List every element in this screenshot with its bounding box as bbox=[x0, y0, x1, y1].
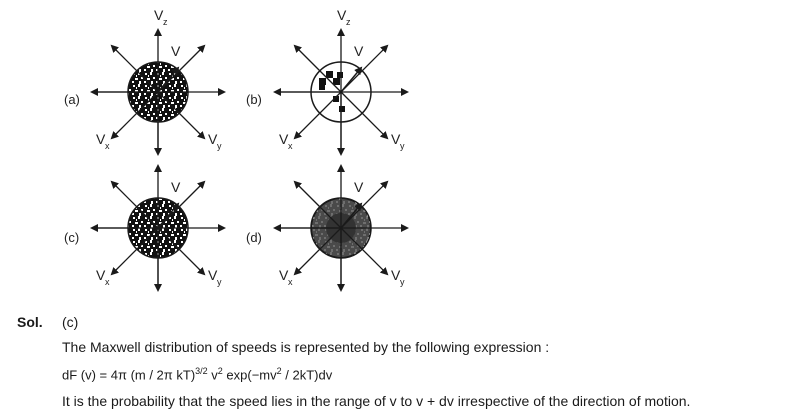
velocity-vector bbox=[340, 66, 363, 93]
vy-axis-neg bbox=[293, 180, 342, 229]
vx-label: V bbox=[96, 267, 106, 283]
vy-subscript: y bbox=[400, 277, 405, 287]
panel-label: (a) bbox=[64, 92, 80, 107]
vy-subscript: y bbox=[400, 141, 405, 151]
panel-label: (d) bbox=[246, 230, 262, 245]
vz-label: V bbox=[337, 7, 347, 23]
vx-axis-neg bbox=[157, 44, 206, 93]
velocity-block bbox=[333, 78, 340, 85]
vector-label: V bbox=[354, 179, 364, 195]
velocity-block bbox=[337, 72, 343, 78]
velocity-vector bbox=[157, 202, 180, 229]
vx-subscript: x bbox=[288, 141, 293, 151]
vx-label: V bbox=[279, 267, 289, 283]
vy-axis bbox=[340, 227, 389, 276]
solution-line-1: The Maxwell distribution of speeds is re… bbox=[62, 339, 550, 355]
formula-part-a: dF (v) = 4π (m / 2π kT) bbox=[62, 367, 196, 383]
solution-answer: (c) bbox=[62, 314, 79, 330]
velocity-vector bbox=[157, 66, 180, 93]
solution-line-3: It is the probability that the speed lie… bbox=[62, 393, 691, 409]
vy-axis-neg bbox=[293, 44, 342, 93]
vx-axis bbox=[293, 91, 342, 140]
vx-label: V bbox=[279, 131, 289, 147]
vy-axis-neg bbox=[110, 44, 159, 93]
velocity-block bbox=[319, 78, 326, 85]
solution-heading: Sol. bbox=[17, 314, 43, 330]
vz-subscript: z bbox=[346, 17, 351, 27]
vx-axis-neg bbox=[340, 44, 389, 93]
formula-part-c: exp(−mv bbox=[222, 367, 277, 383]
vy-subscript: y bbox=[217, 277, 222, 287]
velocity-vector bbox=[340, 202, 363, 229]
vx-label: V bbox=[96, 131, 106, 147]
panel-label: (c) bbox=[64, 230, 79, 245]
formula-exponent-1: 3/2 bbox=[195, 366, 208, 376]
formula-exponent-3: 2 bbox=[276, 366, 282, 376]
vy-label: V bbox=[391, 131, 401, 147]
vy-axis bbox=[340, 91, 389, 140]
vector-label: V bbox=[171, 43, 181, 59]
vx-subscript: x bbox=[105, 277, 110, 287]
vy-subscript: y bbox=[217, 141, 222, 151]
velocity-block bbox=[333, 96, 339, 102]
solution-formula: dF (v) = 4π (m / 2π kT)3/2 v2 exp(−mv2 /… bbox=[62, 366, 332, 382]
formula-part-b: v bbox=[207, 367, 218, 383]
vy-label: V bbox=[391, 267, 401, 283]
vy-label: V bbox=[208, 267, 218, 283]
vz-subscript: z bbox=[163, 17, 168, 27]
vector-label: V bbox=[171, 179, 181, 195]
vy-axis bbox=[157, 91, 206, 140]
formula-part-d: / 2kT)dv bbox=[281, 367, 333, 383]
panel-label: (b) bbox=[246, 92, 262, 107]
formula-exponent-2: 2 bbox=[217, 366, 223, 376]
vx-subscript: x bbox=[288, 277, 293, 287]
vx-axis bbox=[110, 227, 159, 276]
velocity-block bbox=[319, 85, 325, 90]
vx-axis bbox=[110, 91, 159, 140]
velocity-block bbox=[326, 71, 333, 78]
vector-label: V bbox=[354, 43, 364, 59]
vz-label: V bbox=[154, 7, 164, 23]
vx-axis bbox=[293, 227, 342, 276]
vy-label: V bbox=[208, 131, 218, 147]
vx-axis-neg bbox=[157, 180, 206, 229]
vx-axis-neg bbox=[340, 180, 389, 229]
vx-subscript: x bbox=[105, 141, 110, 151]
vy-axis bbox=[157, 227, 206, 276]
velocity-block bbox=[339, 106, 345, 112]
vy-axis-neg bbox=[110, 180, 159, 229]
